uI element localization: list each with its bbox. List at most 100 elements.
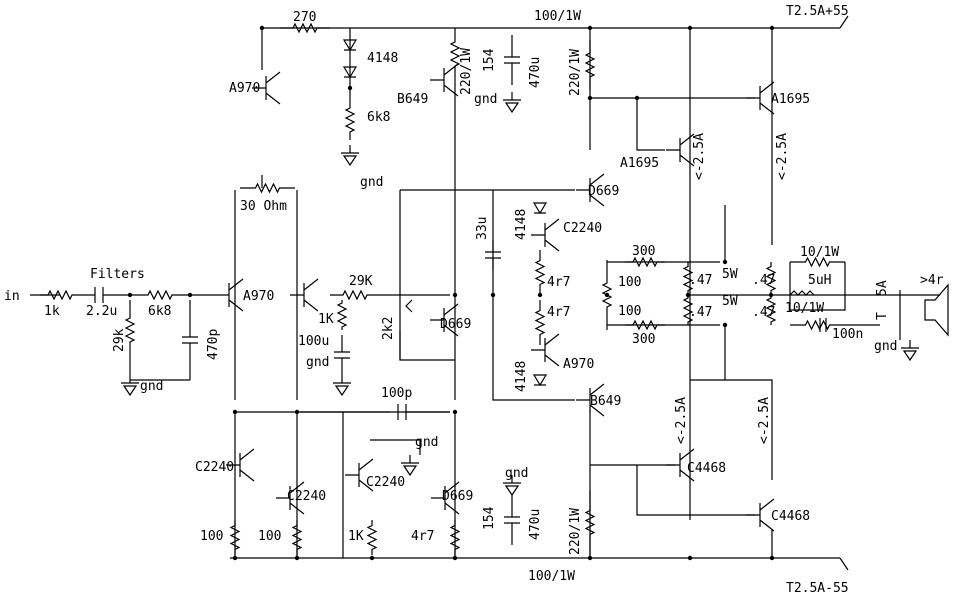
junction-dot <box>232 409 238 415</box>
wire <box>80 287 140 303</box>
fuse-arrow <box>839 15 849 29</box>
top-cap-gnd-label: gnd <box>474 92 497 107</box>
resistor-29k-feedback-label: 29K <box>349 274 373 289</box>
resistor-220-1w-c-label: 220/1W <box>568 508 583 555</box>
wire <box>636 98 665 151</box>
wire <box>300 404 450 420</box>
resistor-1k-feedback-label: 1K <box>318 312 334 327</box>
wire <box>690 379 773 558</box>
transistor-symbol <box>531 218 560 252</box>
transistor-d669-bot-label: D669 <box>442 489 473 504</box>
resistor-220-1w-a-label: 220/1W <box>459 48 474 95</box>
transistor-symbol <box>746 498 775 532</box>
capacitor-symbol <box>182 300 198 380</box>
capacitor-154-top-label: 154 <box>482 48 497 72</box>
resistor-4r7-2-label: 4r7 <box>547 305 570 320</box>
resistor-symbol <box>330 289 380 301</box>
junction-dot <box>768 292 774 298</box>
resistor-100-bl1-label: 100 <box>200 529 223 544</box>
transistor-symbol <box>531 333 560 367</box>
resistor-symbol <box>682 262 694 295</box>
resistor-symbol <box>449 520 461 555</box>
resistor-100-bot-label: 100 <box>618 304 641 319</box>
wire <box>370 439 421 455</box>
diode-4148-mid-bot-label: 4148 <box>514 361 529 392</box>
resistor-symbol <box>240 182 295 194</box>
resistor-100-1w-top-label: 100/1W <box>534 9 581 24</box>
resistor-300-bot-label: 300 <box>632 332 655 347</box>
capacitor-100u-feedback-label: 100u <box>298 334 329 349</box>
resistor-symbol <box>336 300 348 330</box>
transistor-c2240-bl3-label: C2240 <box>366 475 405 490</box>
power-rating-5w-2-label: 5W <box>722 294 738 309</box>
transistor-symbol <box>345 458 374 492</box>
resistor-1k-bl-label: 1K <box>348 529 364 544</box>
transistor-d669-top-label: D669 <box>588 184 619 199</box>
junction-dot <box>587 555 593 561</box>
bias-resistor-29k-label: 29k <box>112 328 127 352</box>
resistor-300-top-label: 300 <box>632 244 655 259</box>
current-limit-2-label: <-2.5A <box>775 133 790 180</box>
feedback-gnd-label: gnd <box>306 355 329 370</box>
ground-symbol <box>121 375 139 397</box>
capacitor-154-bot-label: 154 <box>482 506 497 530</box>
transistor-symbol <box>226 448 255 482</box>
junction-dot <box>685 292 691 298</box>
resistor-symbol <box>765 295 777 325</box>
transistor-c4468-1-label: C4468 <box>687 461 726 476</box>
positive-fuse-label: T2.5A+55 <box>786 4 849 19</box>
pot-2k2-label: 2k2 <box>381 317 396 340</box>
junction-dot <box>587 95 593 101</box>
resistor-symbol <box>682 295 694 325</box>
resistor-symbol <box>280 22 330 34</box>
resistor-100-1w-bot-label: 100/1W <box>528 569 575 584</box>
junction-dot <box>587 25 593 31</box>
resistor-270-label: 270 <box>293 10 316 25</box>
transistor-symbol <box>576 383 605 417</box>
transistor-symbol <box>666 448 695 482</box>
resistor-100-bl2-label: 100 <box>258 529 281 544</box>
resistor-4r7-1-label: 4r7 <box>547 275 570 290</box>
capacitor-symbol <box>504 495 520 545</box>
junction-dot <box>452 409 458 415</box>
emitter-resistor-047-1-label: .47 <box>689 273 712 288</box>
junction-dot <box>294 555 300 561</box>
transistor-b649-top-label: B649 <box>397 92 428 107</box>
ground-symbol <box>503 92 521 114</box>
filters-label: Filters <box>90 267 145 282</box>
current-limit-3-label: <-2.5A <box>674 397 689 444</box>
resistor-symbol <box>40 289 80 301</box>
transistor-b649-bot-label: B649 <box>590 394 621 409</box>
filter-capacitor-470p-label: 470p <box>206 329 221 360</box>
resistor-symbol <box>790 256 845 268</box>
resistor-symbol <box>140 289 180 301</box>
inductor-5uh-label: 5uH <box>808 273 831 288</box>
input-label: in <box>4 289 20 304</box>
wire <box>819 318 827 332</box>
bottom-gnd-label: gnd <box>415 435 438 450</box>
junction-dot <box>722 322 728 328</box>
output-gnd-label: gnd <box>874 339 897 354</box>
transistor-a1695-main-label: A1695 <box>771 92 810 107</box>
junction-dot <box>537 292 543 298</box>
fuse-arrow <box>839 557 849 571</box>
ground-symbol <box>333 375 351 397</box>
speaker-impedance-label: >4r <box>920 273 944 288</box>
resistor-4r7-bl-label: 4r7 <box>411 529 434 544</box>
ground-symbol <box>401 455 419 477</box>
transistor-symbol <box>215 278 244 312</box>
bias-gnd-label: gnd <box>360 175 383 190</box>
transistor-a970-top-label: A970 <box>229 81 260 96</box>
capacitor-100p-label: 100p <box>381 386 412 401</box>
capacitor-470u-top-label: 470u <box>528 57 543 88</box>
emitter-resistor-047-4-label: .47 <box>752 305 775 320</box>
ground-symbol <box>901 340 919 362</box>
capacitor-33u-label: 33u <box>475 217 490 240</box>
transistor-a970-input-label: A970 <box>243 289 274 304</box>
current-limit-4-label: <-2.5A <box>757 397 772 444</box>
transistor-symbol <box>576 173 605 207</box>
junction-dot <box>369 555 375 561</box>
transistor-symbol <box>666 133 695 167</box>
diode-symbol <box>532 202 548 215</box>
transistor-symbol <box>431 481 460 515</box>
